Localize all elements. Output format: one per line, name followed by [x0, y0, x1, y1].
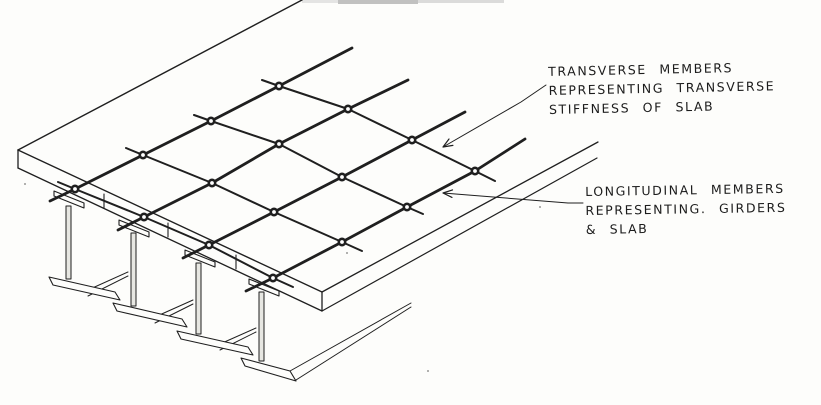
girder-3-flange-strip	[219, 327, 257, 345]
ink-speck	[427, 370, 429, 372]
girder-4-flange-strip	[295, 306, 412, 381]
grid-node	[407, 135, 417, 145]
longitudinal-member	[116, 78, 410, 232]
longitudinal-member	[244, 137, 527, 293]
girder-2-web	[130, 232, 137, 307]
grid-node	[139, 212, 149, 222]
longitudinal-members-label: LONGITUDINAL MEMBERS REPRESENTING. GIRDE…	[585, 179, 787, 239]
grid-node	[470, 166, 480, 176]
scan-smudge	[418, 0, 504, 3]
girder-2-bottom-flange	[112, 302, 188, 328]
ink-speck	[539, 206, 541, 208]
transverse-leader	[442, 84, 547, 148]
transverse-leader-arrowhead-icon	[442, 138, 454, 148]
grid-node	[402, 202, 412, 212]
grid-node	[337, 237, 347, 247]
slab-side-top-edge	[321, 141, 599, 293]
grid-node	[274, 81, 284, 91]
slab-end-top-edge	[17, 149, 323, 293]
slab-side-bottom-edge	[321, 157, 598, 312]
transverse-member	[57, 181, 294, 288]
girder-1-web	[65, 205, 72, 280]
girder-4-flange-strip	[289, 302, 412, 372]
grid-node	[204, 240, 214, 250]
grid-node	[138, 150, 148, 160]
girder-4-top-flange	[248, 278, 280, 297]
slab-far-edge	[17, 0, 303, 151]
girder-1-top-flange	[53, 190, 85, 209]
ink-speck	[24, 183, 26, 185]
longitudinal-leader	[442, 192, 584, 204]
grid-node	[268, 273, 278, 283]
scan-smudge	[338, 0, 418, 4]
longitudinal-member	[48, 46, 354, 203]
girder-1-bottom-flange	[48, 276, 121, 301]
grid-node	[337, 172, 347, 182]
longitudinal-member	[181, 110, 467, 260]
grid-node	[70, 184, 80, 194]
scan-smudge	[302, 0, 338, 3]
grid-node	[343, 104, 353, 114]
ink-speck	[346, 252, 348, 254]
longitudinal-label-line3: & SLAB	[585, 221, 649, 237]
grid-node	[206, 116, 216, 126]
girder-4-bottom-flange	[240, 357, 297, 382]
grid-node	[269, 207, 279, 217]
grid-node	[207, 178, 217, 188]
girder-3-web	[195, 262, 202, 335]
grid-node	[274, 139, 284, 149]
longitudinal-label-line2: REPRESENTING. GIRDERS	[585, 199, 787, 218]
transverse-members-label: TRANSVERSE MEMBERS REPRESENTING TRANSVER…	[548, 57, 776, 119]
longitudinal-leader-arrowhead-icon	[442, 189, 454, 198]
girder-4-web	[258, 291, 265, 362]
girder-3-bottom-flange	[176, 330, 254, 356]
